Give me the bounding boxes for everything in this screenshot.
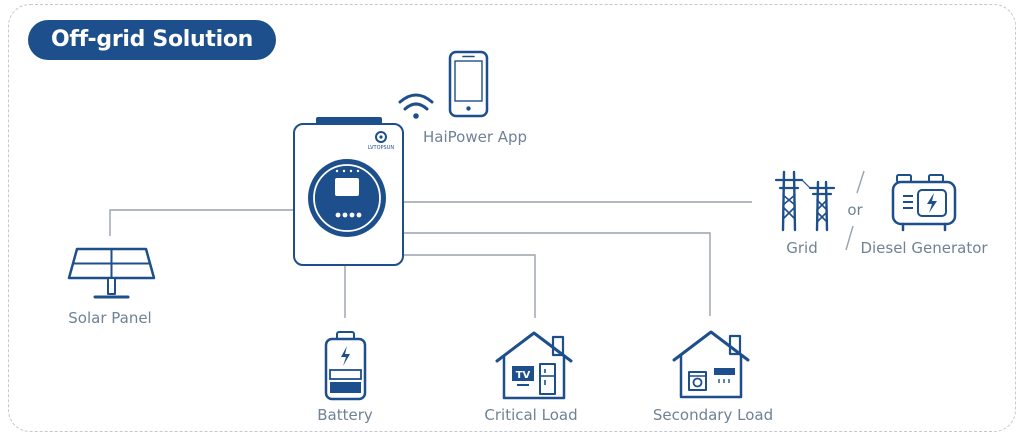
critical-load-house-icon: TV <box>495 331 573 400</box>
or-divider-top <box>856 170 865 194</box>
diesel-generator-icon <box>891 174 957 232</box>
secondary-load-house-icon <box>672 330 750 399</box>
secondary-load-label: Secondary Load <box>652 406 774 424</box>
phone-icon <box>448 50 489 118</box>
inverter-icon: LVTOPSUN <box>293 117 404 266</box>
page-title: Off-grid Solution <box>28 20 276 60</box>
line-secondary-load <box>402 232 711 316</box>
grid-label: Grid <box>786 239 818 257</box>
or-label: or <box>847 201 863 219</box>
critical-load-label: Critical Load <box>484 406 578 424</box>
solar-panel-label: Solar Panel <box>68 309 152 327</box>
line-critical-load <box>402 254 536 318</box>
line-solar <box>109 209 294 236</box>
tv-text: TV <box>516 370 531 381</box>
haipower-app-label: HaiPower App <box>423 128 528 146</box>
brand-text: LVTOPSUN <box>368 145 394 151</box>
solar-panel-icon <box>67 247 156 299</box>
battery-label: Battery <box>317 406 373 424</box>
diagram-frame <box>8 4 1016 432</box>
grid-tower-icon <box>774 170 836 232</box>
connection-lines <box>109 170 865 318</box>
diesel-generator-label: Diesel Generator <box>860 239 988 257</box>
wifi-icon <box>398 93 434 119</box>
battery-icon <box>324 331 367 401</box>
or-divider-bottom <box>845 225 854 251</box>
